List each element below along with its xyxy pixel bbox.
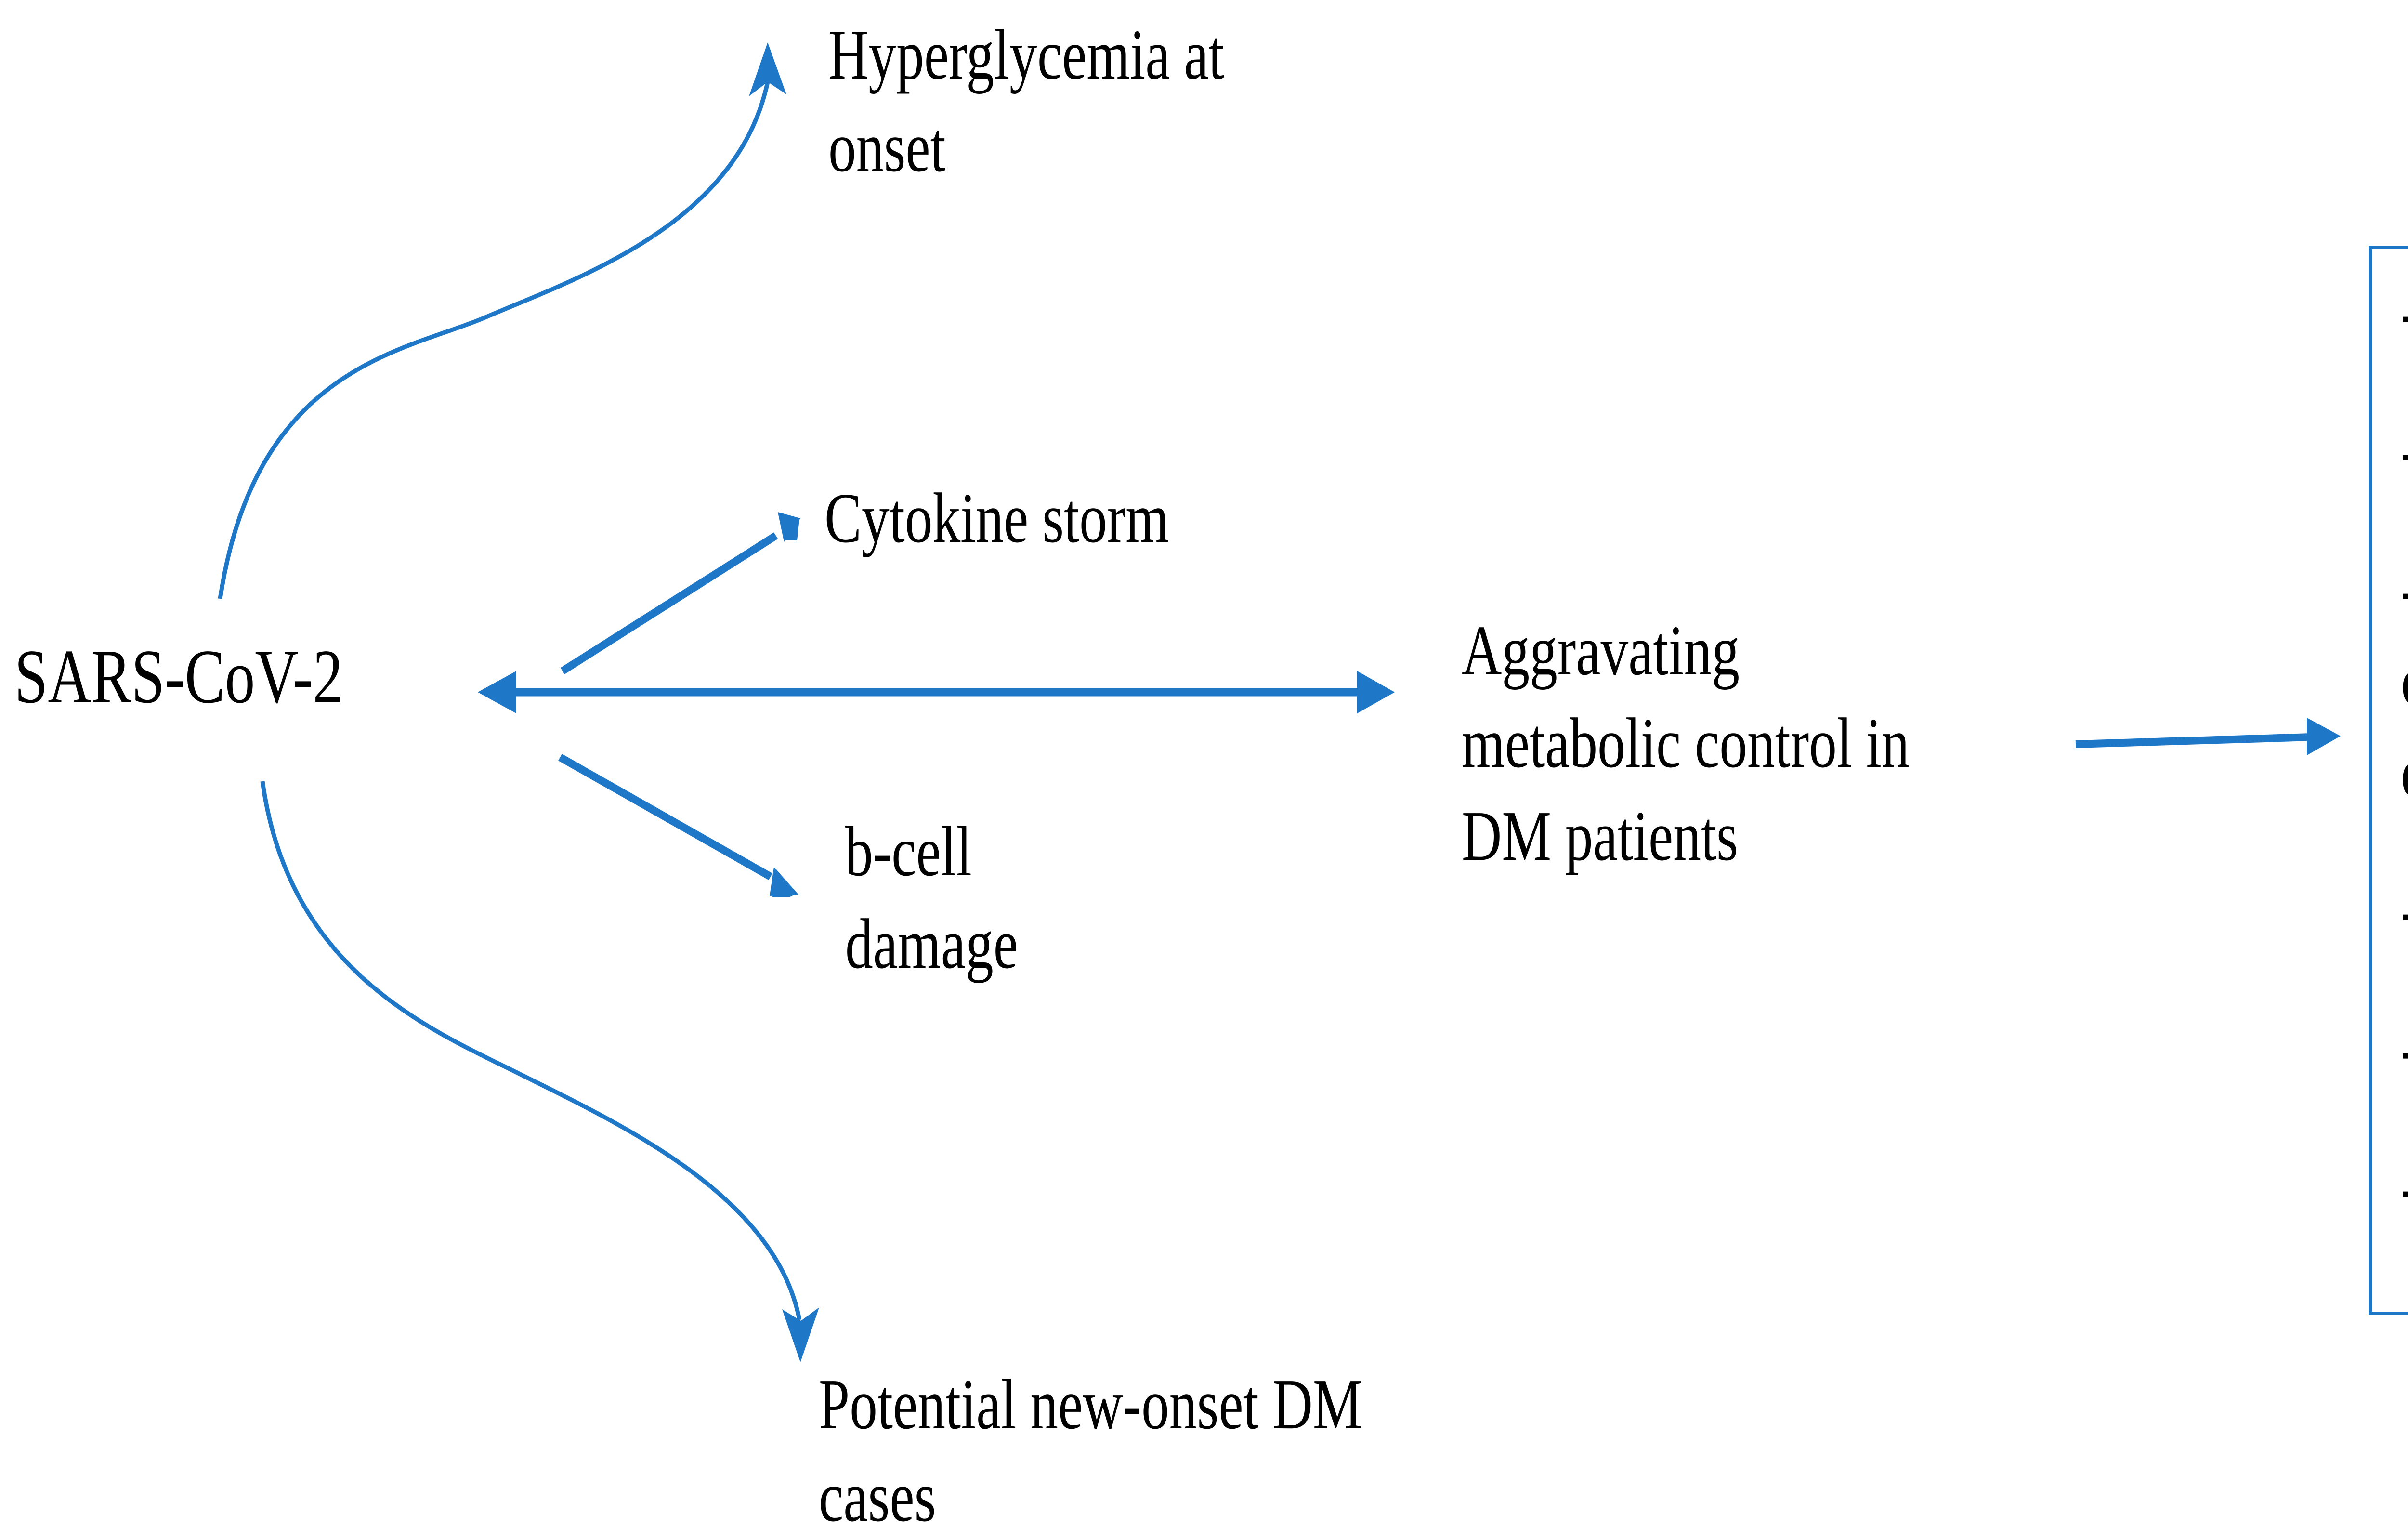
node-aggravating-metabolic-control: Aggravating metabolic control in DM pati… [1462,611,1910,876]
edge-sars-to-hyperglycemia-onset [218,42,786,599]
arrowhead-up-icon [749,42,786,96]
edge-sars-to-cytokine-storm [560,512,800,674]
arrowhead-left-icon [478,671,516,713]
arrowhead-upright-fill-icon [778,512,800,542]
outcome-box: - Inflammation - Obesity - Hypertension/… [2369,246,2408,1315]
list-item: - Inflammation [2401,267,2408,358]
node-hyperglycemia-at-onset: Hyperglycemia at onset [828,15,1224,187]
edge-aggravating-to-outcome-box [2075,718,2341,755]
arrowhead-right-icon [2307,718,2341,755]
node-cytokine-storm: Cytokine storm [824,479,1169,558]
arrowhead-right-icon [1357,671,1395,713]
list-item: - Obesity [2401,406,2408,497]
list-item: - Coagulation [2401,1004,2408,1095]
arrowhead-upright-icon [779,513,799,540]
arrowhead-downright-icon [772,869,797,897]
node-b-cell-damage: b-cell damage [845,812,1018,984]
arrowhead-down-icon [782,1307,819,1362]
list-item: - Hyperglycemia [2401,1142,2408,1233]
arrowhead-downright-fill-icon [770,867,798,896]
edge-sars-to-new-onset-dm [260,781,819,1362]
node-potential-new-onset-dm-cases: Potential new-onset DM cases [819,1365,1362,1526]
edge-sars-to-aggravating [478,671,1395,713]
edge-sars-to-bcell-damage [558,754,798,897]
node-sars-cov-2: SARS-CoV-2 [14,633,343,719]
list-item: - Renal disease [2401,865,2408,956]
outcome-list: - Inflammation - Obesity - Hypertension/… [2401,267,2408,1281]
list-item: - Hypertension/ cardiovascular disease [2401,544,2408,818]
